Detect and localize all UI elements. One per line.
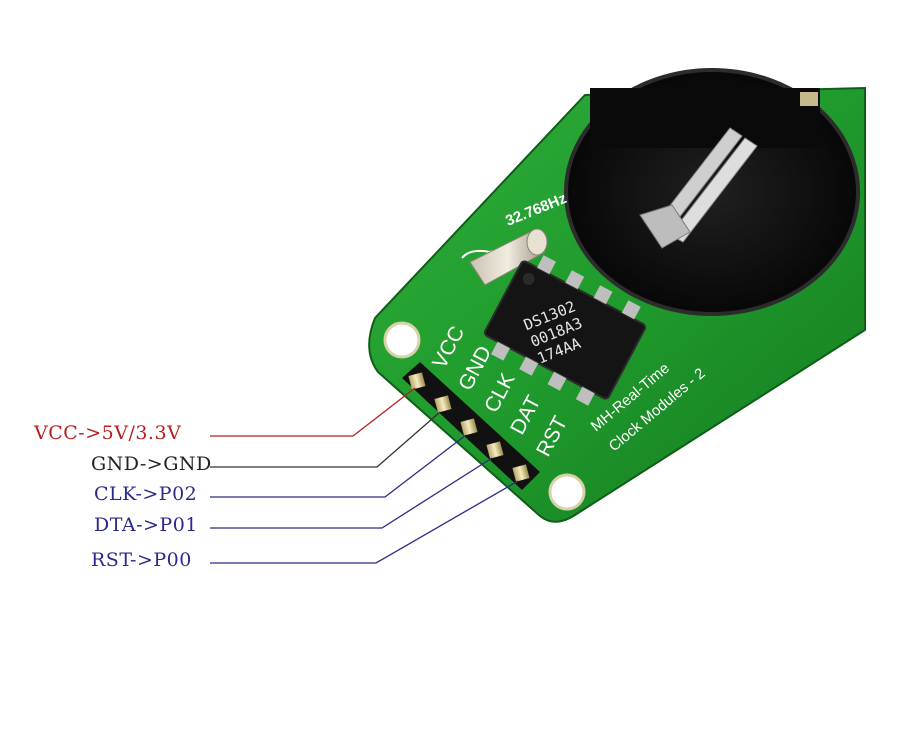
chip-pins	[491, 255, 641, 406]
leader-lines	[210, 387, 519, 564]
wiring-label-dta: DTA->P01	[94, 514, 198, 536]
wiring-label-rst: RST->P00	[91, 549, 192, 571]
leader-line-gnd	[210, 411, 441, 468]
wiring-label-gnd: GND->GND	[91, 453, 212, 475]
header-pin-clk	[460, 418, 478, 436]
leader-line-vcc	[210, 387, 416, 437]
leader-line-rst	[210, 480, 519, 564]
battery-contact-spring	[639, 127, 758, 249]
mounting-hole-bottom	[548, 473, 586, 511]
leader-line-clk	[210, 434, 467, 498]
pin-header	[402, 362, 540, 490]
ds1302-chip: DS1302 0018A3 174AA	[483, 255, 647, 406]
header-pin-rst	[512, 464, 530, 482]
header-pin-vcc	[408, 372, 426, 390]
leader-line-dta	[210, 457, 493, 529]
wiring-label-clk: CLK->P02	[94, 483, 198, 505]
battery-holder	[564, 68, 860, 316]
mounting-hole-top	[383, 321, 421, 359]
wiring-label-vcc: VCC->5V/3.3V	[34, 422, 182, 444]
header-pin-gnd	[434, 395, 452, 413]
header-pin-dat	[486, 441, 504, 459]
